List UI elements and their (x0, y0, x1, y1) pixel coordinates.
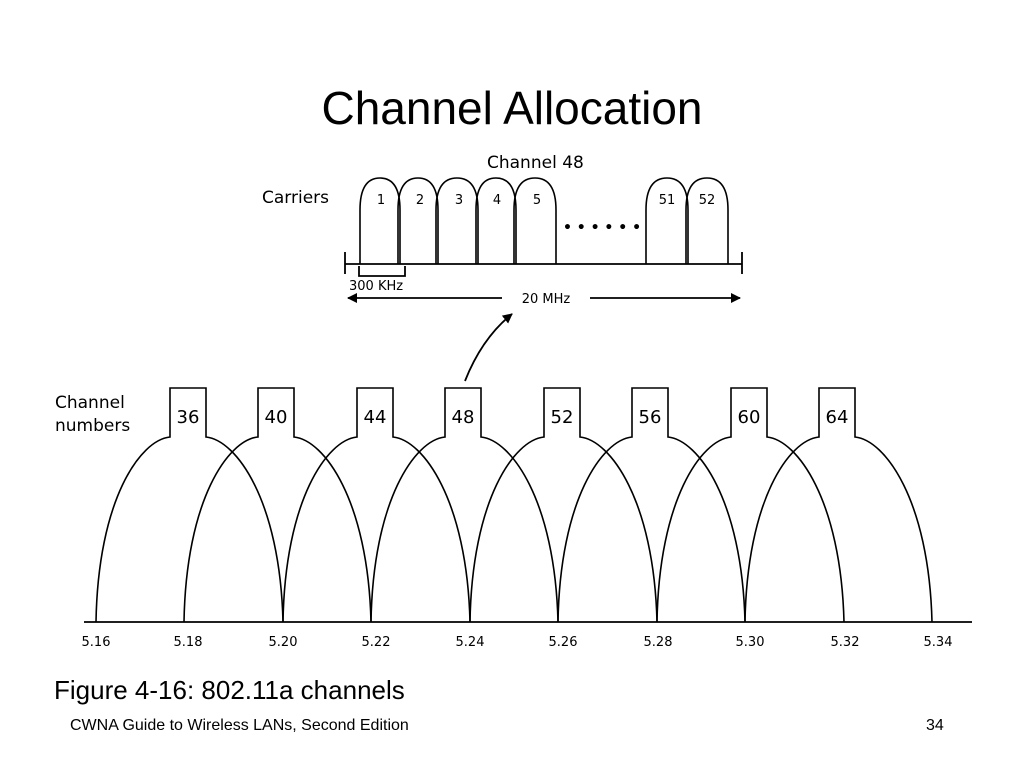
frequency-tick-5.28: 5.28 (644, 635, 673, 650)
carrier-label-2: 2 (416, 193, 424, 208)
channel-label-56: 56 (639, 407, 662, 428)
channel-label-44: 44 (364, 407, 387, 428)
footer-source: CWNA Guide to Wireless LANs, Second Edit… (70, 717, 409, 734)
figure-caption: Figure 4-16: 802.11a channels (54, 675, 405, 705)
frequency-tick-5.18: 5.18 (174, 635, 203, 650)
carrier-label-52: 52 (699, 193, 716, 208)
carrier-hump-4 (475, 177, 517, 264)
page-number: 34 (926, 717, 944, 734)
channel-mask-40 (183, 387, 372, 623)
frequency-tick-5.34: 5.34 (924, 635, 953, 650)
channel-mask-64 (744, 387, 933, 623)
channel-label-52: 52 (551, 407, 574, 428)
channel-mask-44 (282, 387, 471, 623)
zoom-arrow (464, 313, 513, 382)
carrier-hump-2 (397, 177, 439, 264)
carrier-label-3: 3 (455, 193, 463, 208)
channel-label-36: 36 (177, 407, 200, 428)
carrier-spacing-bracket (358, 266, 406, 277)
frequency-tick-5.30: 5.30 (736, 635, 765, 650)
channel-mask-36 (95, 387, 284, 623)
carriers-label: Carriers (262, 188, 329, 208)
channel-mask-48 (370, 387, 559, 623)
carrier-hump-1 (359, 177, 401, 264)
channel-label-60: 60 (738, 407, 761, 428)
channel-48-title: Channel 48 (487, 153, 584, 173)
frequency-tick-5.22: 5.22 (362, 635, 391, 650)
carrier-ellipsis: • • • • • • (563, 220, 641, 236)
frequency-tick-5.16: 5.16 (82, 635, 111, 650)
frequency-tick-5.24: 5.24 (456, 635, 485, 650)
channel-label-64: 64 (826, 407, 849, 428)
channel-masks (95, 387, 933, 623)
channel-mask-52 (469, 387, 658, 623)
slide-title: Channel Allocation (321, 82, 703, 134)
carrier-label-4: 4 (493, 193, 501, 208)
channel-label-40: 40 (265, 407, 288, 428)
carrier-hump-3 (435, 177, 479, 264)
bandwidth-label: 20 MHz (522, 292, 571, 307)
carrier-hump-52 (685, 177, 729, 264)
channel-numbers-label-line2: numbers (55, 416, 130, 436)
channel-mask-60 (656, 387, 845, 623)
carrier-humps (359, 177, 729, 264)
carrier-hump-51 (645, 177, 689, 264)
carrier-label-1: 1 (377, 193, 385, 208)
frequency-tick-5.20: 5.20 (269, 635, 298, 650)
carrier-spacing-label: 300 KHz (349, 279, 403, 294)
channel-mask-56 (557, 387, 746, 623)
carrier-hump-5 (513, 177, 557, 264)
channel-label-48: 48 (452, 407, 475, 428)
frequency-tick-5.26: 5.26 (549, 635, 578, 650)
carrier-label-5: 5 (533, 193, 541, 208)
carrier-label-51: 51 (659, 193, 676, 208)
frequency-tick-5.32: 5.32 (831, 635, 860, 650)
channel-numbers-label-line1: Channel (55, 393, 125, 413)
